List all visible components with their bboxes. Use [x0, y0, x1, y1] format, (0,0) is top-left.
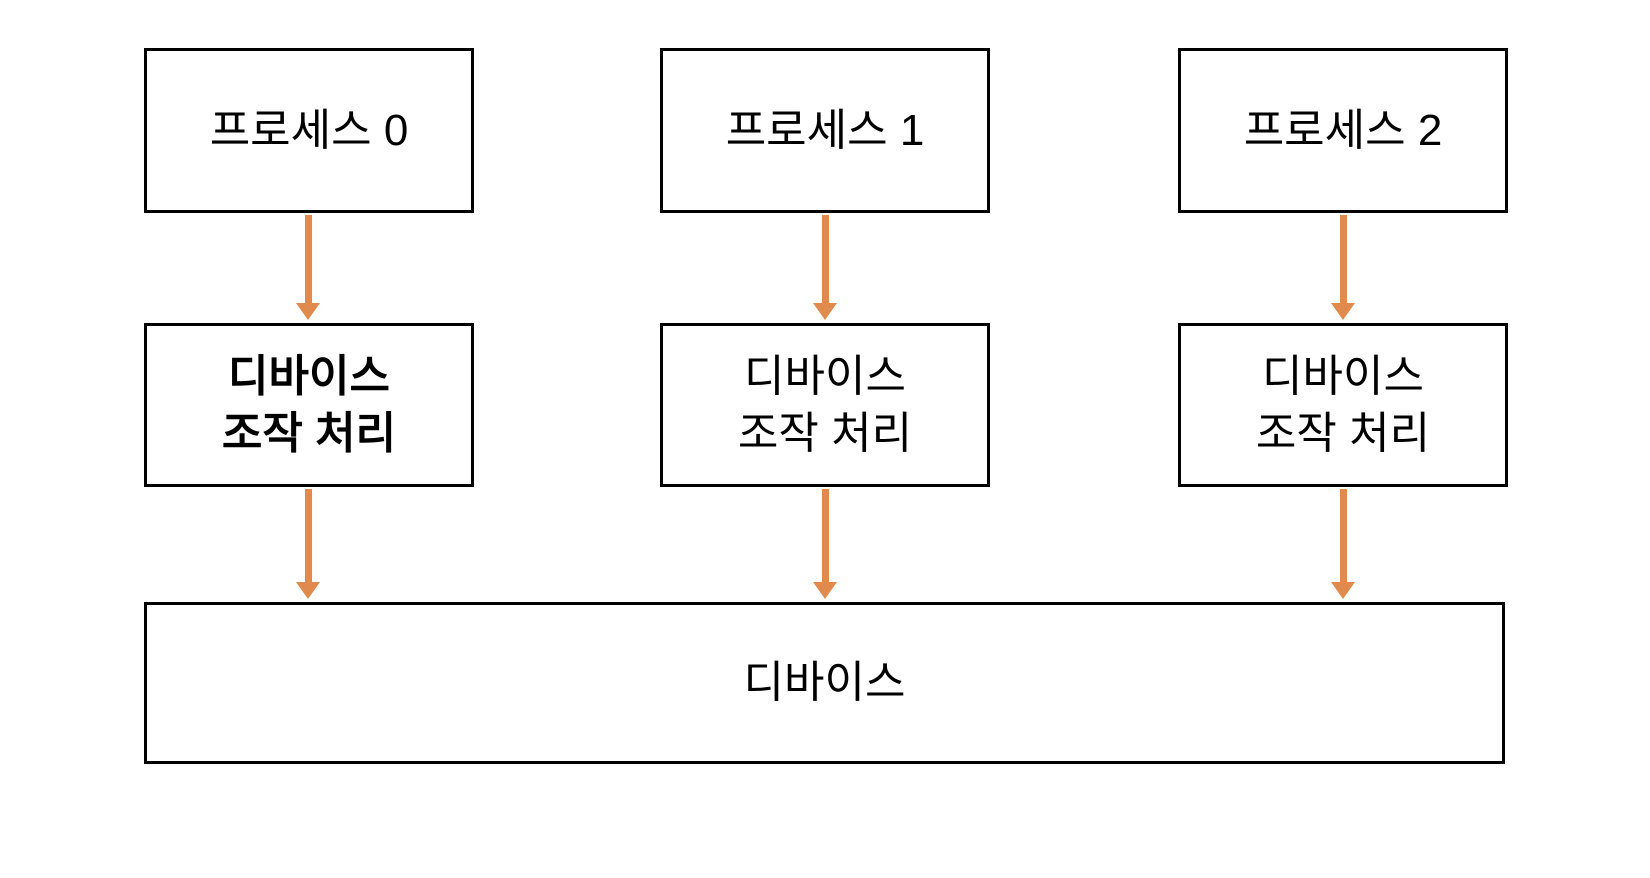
arrow-stem — [304, 489, 312, 582]
arrow-down-icon — [1331, 489, 1355, 599]
arrow-stem — [1339, 489, 1347, 582]
arrow-down-icon — [813, 215, 837, 320]
device-box: 디바이스 — [144, 602, 1505, 764]
arrow-head — [813, 303, 837, 320]
process-0-label: 프로세스 0 — [209, 105, 409, 155]
arrow-head — [1331, 582, 1355, 599]
arrow-head — [1331, 303, 1355, 320]
process-1-label: 프로세스 1 — [725, 105, 925, 155]
arrow-down-icon — [813, 489, 837, 599]
arrow-stem — [821, 215, 829, 303]
handler-1-label: 디바이스 조작 처리 — [737, 351, 913, 458]
handler-2-box: 디바이스 조작 처리 — [1178, 323, 1508, 487]
arrow-stem — [1339, 215, 1347, 303]
process-2-box: 프로세스 2 — [1178, 48, 1508, 213]
arrow-head — [813, 582, 837, 599]
arrow-down-icon — [296, 215, 320, 320]
arrow-head — [296, 582, 320, 599]
process-1-box: 프로세스 1 — [660, 48, 990, 213]
arrow-head — [296, 303, 320, 320]
device-label: 디바이스 — [743, 658, 906, 708]
handler-2-label: 디바이스 조작 처리 — [1255, 351, 1431, 458]
handler-0-label: 디바이스 조작 처리 — [221, 351, 397, 458]
arrow-down-icon — [296, 489, 320, 599]
process-0-box: 프로세스 0 — [144, 48, 474, 213]
handler-1-box: 디바이스 조작 처리 — [660, 323, 990, 487]
arrow-down-icon — [1331, 215, 1355, 320]
arrow-stem — [304, 215, 312, 303]
handler-0-box: 디바이스 조작 처리 — [144, 323, 474, 487]
arrow-stem — [821, 489, 829, 582]
process-2-label: 프로세스 2 — [1243, 105, 1443, 155]
